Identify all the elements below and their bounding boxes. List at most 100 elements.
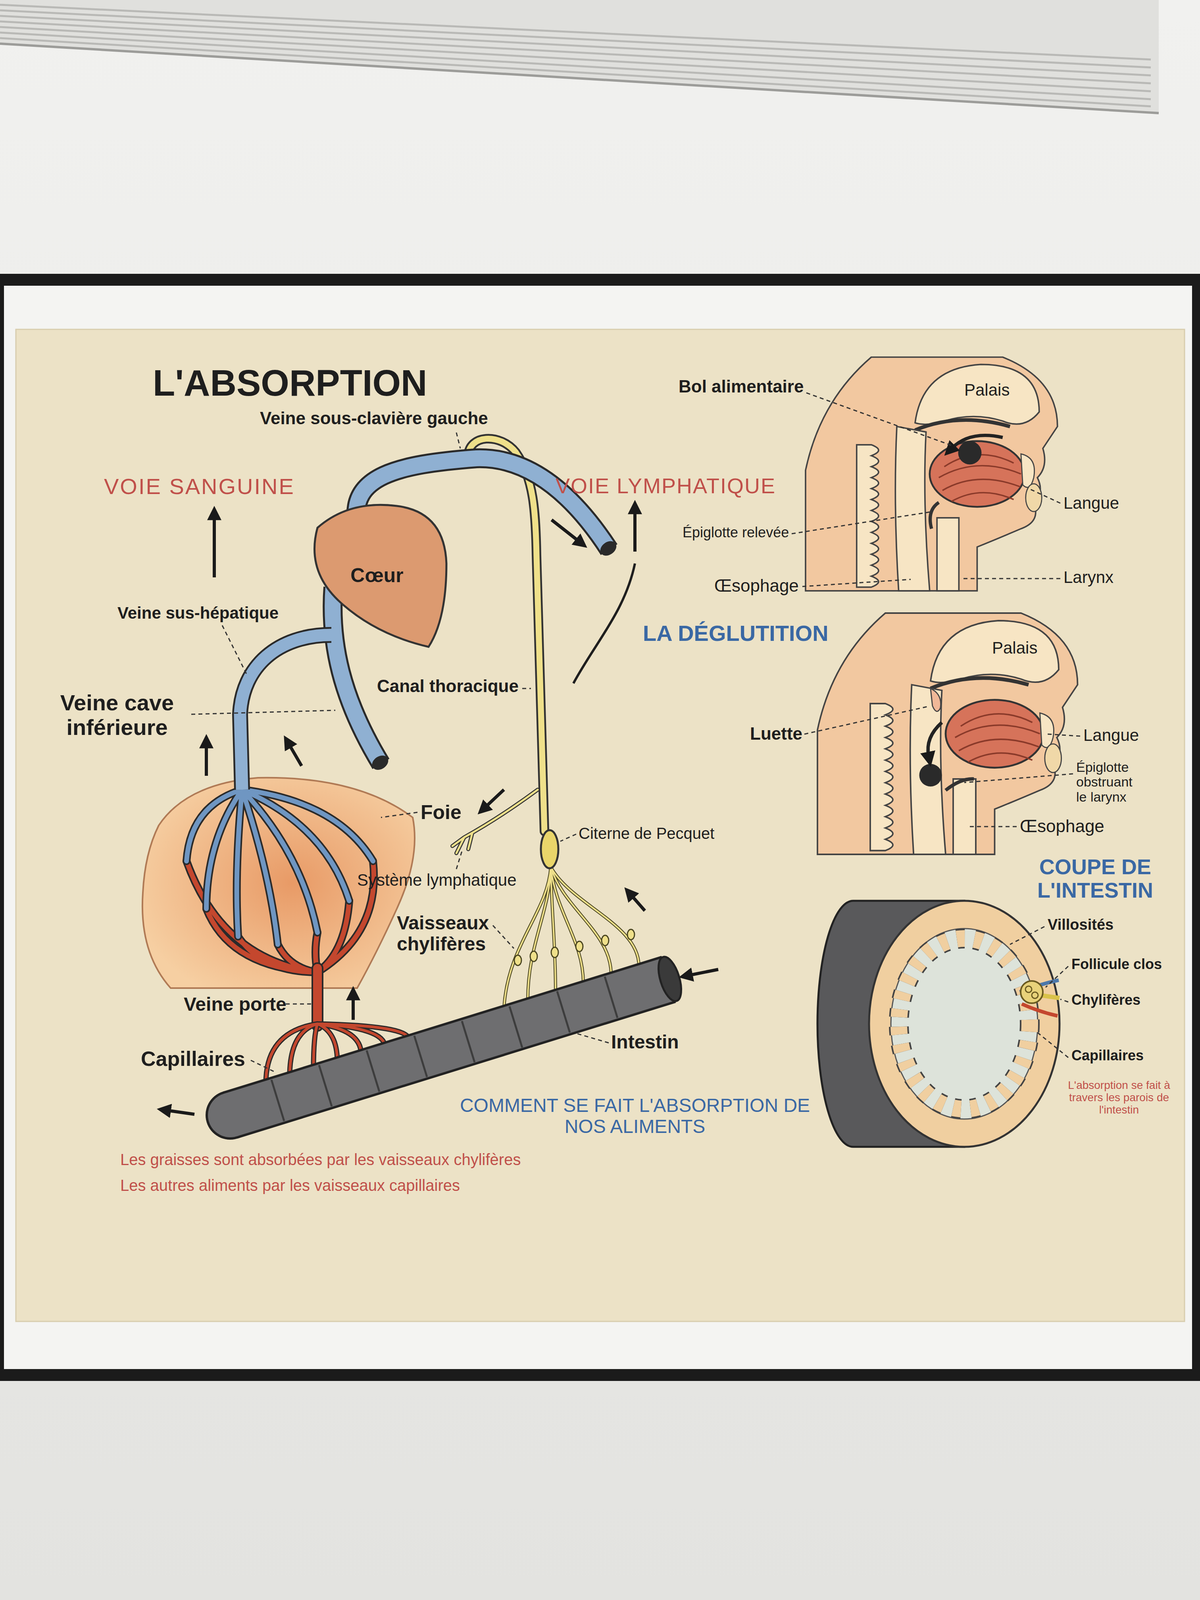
liver-part-part [186,861,374,973]
flow-arrows-part [351,996,355,1020]
ceiling-vent-part-part [0,32,1151,100]
flow-arrows-part [204,744,208,776]
swallowing-head-raised-part [805,357,1058,591]
leader-lines-part [285,1003,313,1005]
part-label: Épiglotte obstruant le larynx [1076,759,1140,805]
intestine-section-part [1021,1003,1058,1016]
intestine-part-part [509,1006,523,1048]
part-label: Chylifères [1071,992,1141,1008]
lymph-vessels-part-part [627,929,635,940]
swallowing-head-raised [805,357,1058,591]
organ-label: Système lymphatique [357,871,517,890]
leader-lines-part [1045,966,1069,988]
flow-arrows-part [633,509,637,552]
ceiling-vent-part [0,43,1159,114]
intestine-section-part [1025,986,1032,993]
part-label: Palais [964,380,1010,400]
flow-arrows-part [551,519,580,542]
portal-vein-part [313,968,322,1026]
veins [240,458,620,790]
leader-lines-part [804,706,929,735]
lymph-vessels-part [514,929,635,966]
veins-part [369,752,391,774]
part-label: Villosités [1047,916,1114,934]
vessel-label: Vaisseaux chylifères [396,912,508,955]
frame-mat [3,285,1193,1370]
swallowing-head-closed-part [945,778,974,791]
leader-lines-part [456,432,461,449]
route-heading: VOIE SANGUINE [103,474,295,499]
leader-lines-part [1060,999,1069,1002]
intestine-section-part [909,949,1020,1099]
organ-label: Foie [420,801,462,824]
leader-lines-part [806,392,955,447]
panel-heading: COUPE DE L'INTESTIN [1027,855,1163,903]
leader-lines-part [250,1060,274,1072]
part-label: Palais [992,638,1038,658]
flow-arrows-part [166,1110,195,1115]
portal-vein-part [311,968,324,1026]
flow-arrows-part [212,515,216,578]
leader-lines-part [522,688,531,690]
organ-label: Citerne de Pecquet [578,824,715,843]
liver-part [186,789,374,945]
veins-part [240,634,332,790]
liver-part-part [186,789,374,945]
ceiling-vent-part-part [0,26,1151,92]
lymph-vessels-part [452,789,538,854]
note: L'absorption se fait à travers les paroi… [1067,1079,1171,1116]
intestine-section-part [1020,980,1043,1004]
flow-arrows-part [630,894,645,911]
note: Les graisses sont absorbées par les vais… [120,1150,521,1169]
organ-outline-path [314,504,447,647]
intestine-part-part [557,991,570,1033]
note: Les autres aliments par les vaisseaux ca… [120,1176,460,1195]
body-outline [573,563,635,684]
swallowing-head-raised-part [951,435,1003,449]
leader-lines-part [1036,1031,1069,1058]
part-label: Langue [1063,494,1120,513]
organ-name: Cœur [350,563,404,587]
intestine-part-part [461,1021,475,1063]
vessel-label: Veine sous-clavière gauche [259,408,489,428]
vessel-label: Capillaires [140,1047,246,1071]
organ-shape: Cœur [305,501,449,649]
part-label: Capillaires [1071,1047,1144,1064]
intestine-section-part [1031,992,1039,999]
leader-lines-part [802,579,911,587]
swallowing-head-closed-part [930,688,941,712]
leader-lines-part [380,812,418,818]
panel-heading: COMMENT SE FAIT L'ABSORPTION DE NOS ALIM… [456,1095,814,1138]
swallowing-head-raised-part [958,441,982,465]
intestine-part-part [604,976,618,1018]
leader-lines-part [1009,926,1045,945]
leader-lines [191,392,1081,1072]
ceiling-vent-part [0,4,1151,107]
swallowing-head-raised-part [930,502,939,529]
vessel-label: Veine cave inférieure [45,690,189,740]
poster-sheet [15,329,1185,1322]
ceiling-vent [0,0,1159,114]
intestine-section-part [869,900,1060,1147]
leader-lines-part [1027,488,1061,504]
leader-lines-part [1047,734,1081,737]
leader-lines-part [456,850,463,870]
panel-heading: LA DÉGLUTITION [642,621,829,646]
part-label: Larynx [1063,568,1114,587]
ceiling-vent-part-part [0,38,1151,107]
intestine-part-part [319,1065,332,1107]
intestine-part-part [271,1079,285,1122]
intestine-section-part [890,928,1038,1120]
intestine-part-part [414,1035,427,1077]
liver-part [186,789,374,945]
part-label: Langue [1083,726,1139,745]
intestine-part [230,979,669,1116]
part-label: Œsophage [714,576,799,596]
leader-lines-part [968,826,1017,828]
picture-frame [0,273,1200,1381]
liver-part-part [186,861,374,973]
vessel-label: Veine porte [183,994,287,1016]
